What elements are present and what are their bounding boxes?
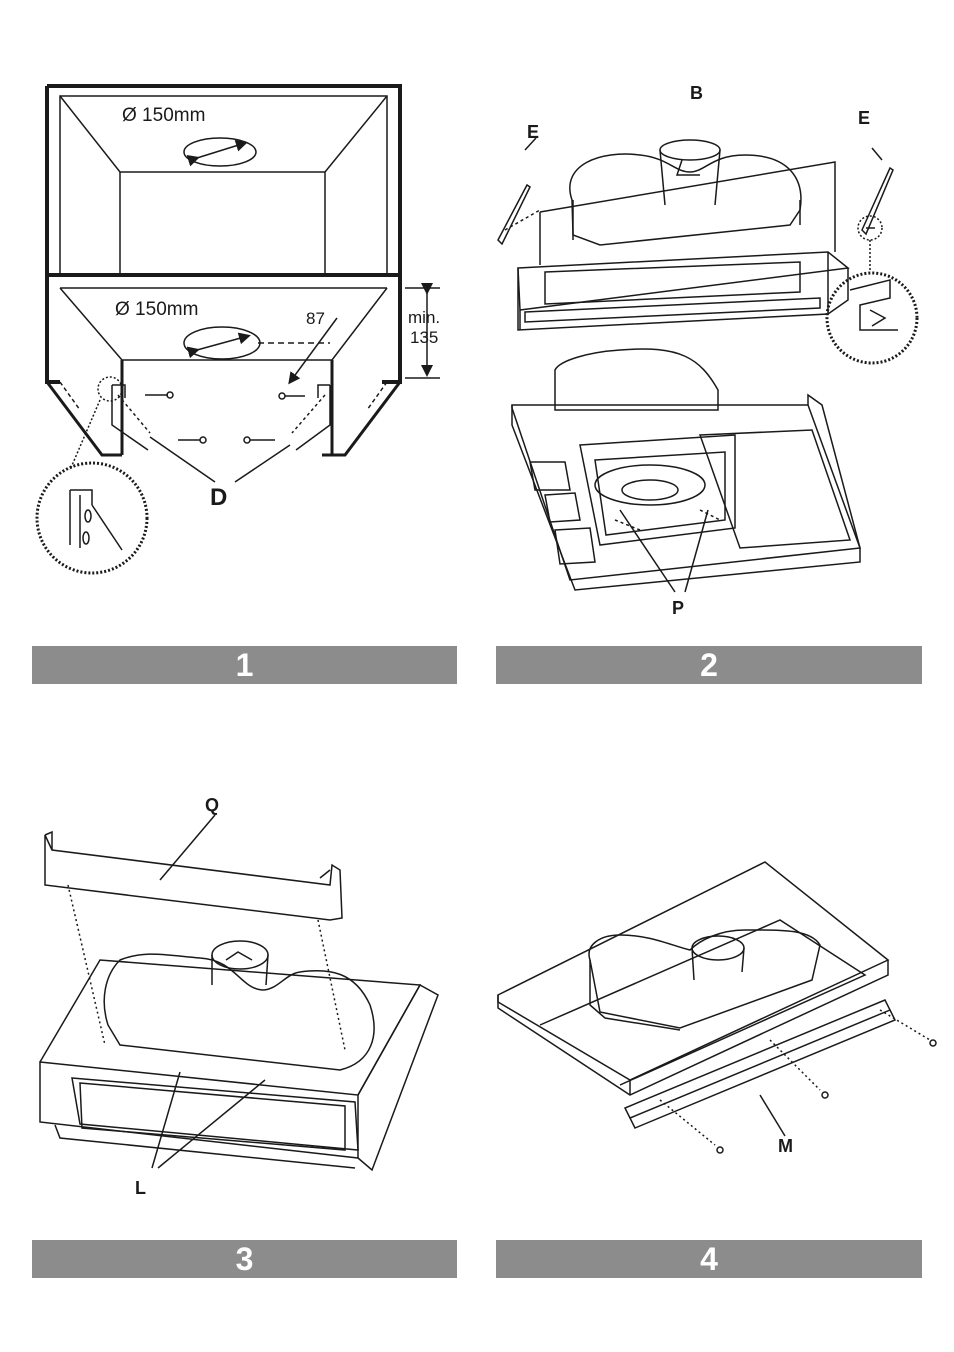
screw-icon	[145, 392, 305, 443]
figure-2-drawing	[498, 138, 917, 592]
figure-4-profile-label: M	[778, 1136, 793, 1156]
figure-1-screws-label: D	[210, 484, 227, 511]
figure-4-caption: 4	[496, 1240, 922, 1278]
figure-1-min-value: 135	[410, 328, 438, 347]
figure-1-min-label: min.	[408, 308, 440, 327]
figure-1-top-diameter-label: Ø 150mm	[122, 105, 205, 126]
figure-4-drawing	[498, 862, 936, 1153]
figure-2-bracket-left-label: E	[527, 122, 539, 142]
figure-1-caption: 1	[32, 646, 457, 684]
figure-1-drawing	[37, 86, 440, 573]
figure-3-cover-label: Q	[205, 795, 219, 815]
figure-1-bottom-diameter-label: Ø 150mm	[115, 299, 198, 320]
figure-3-caption: 3	[32, 1240, 457, 1278]
figure-2-bracket-right-label: E	[858, 108, 870, 128]
figure-1-offset-label: 87	[306, 309, 325, 328]
figure-2-caption: 2	[496, 646, 922, 684]
figure-2-screws-label: P	[672, 598, 684, 618]
figure-2-collar-label: B	[690, 83, 703, 103]
figure-3-tabs-label: L	[135, 1178, 146, 1198]
figure-3-drawing	[40, 815, 438, 1170]
